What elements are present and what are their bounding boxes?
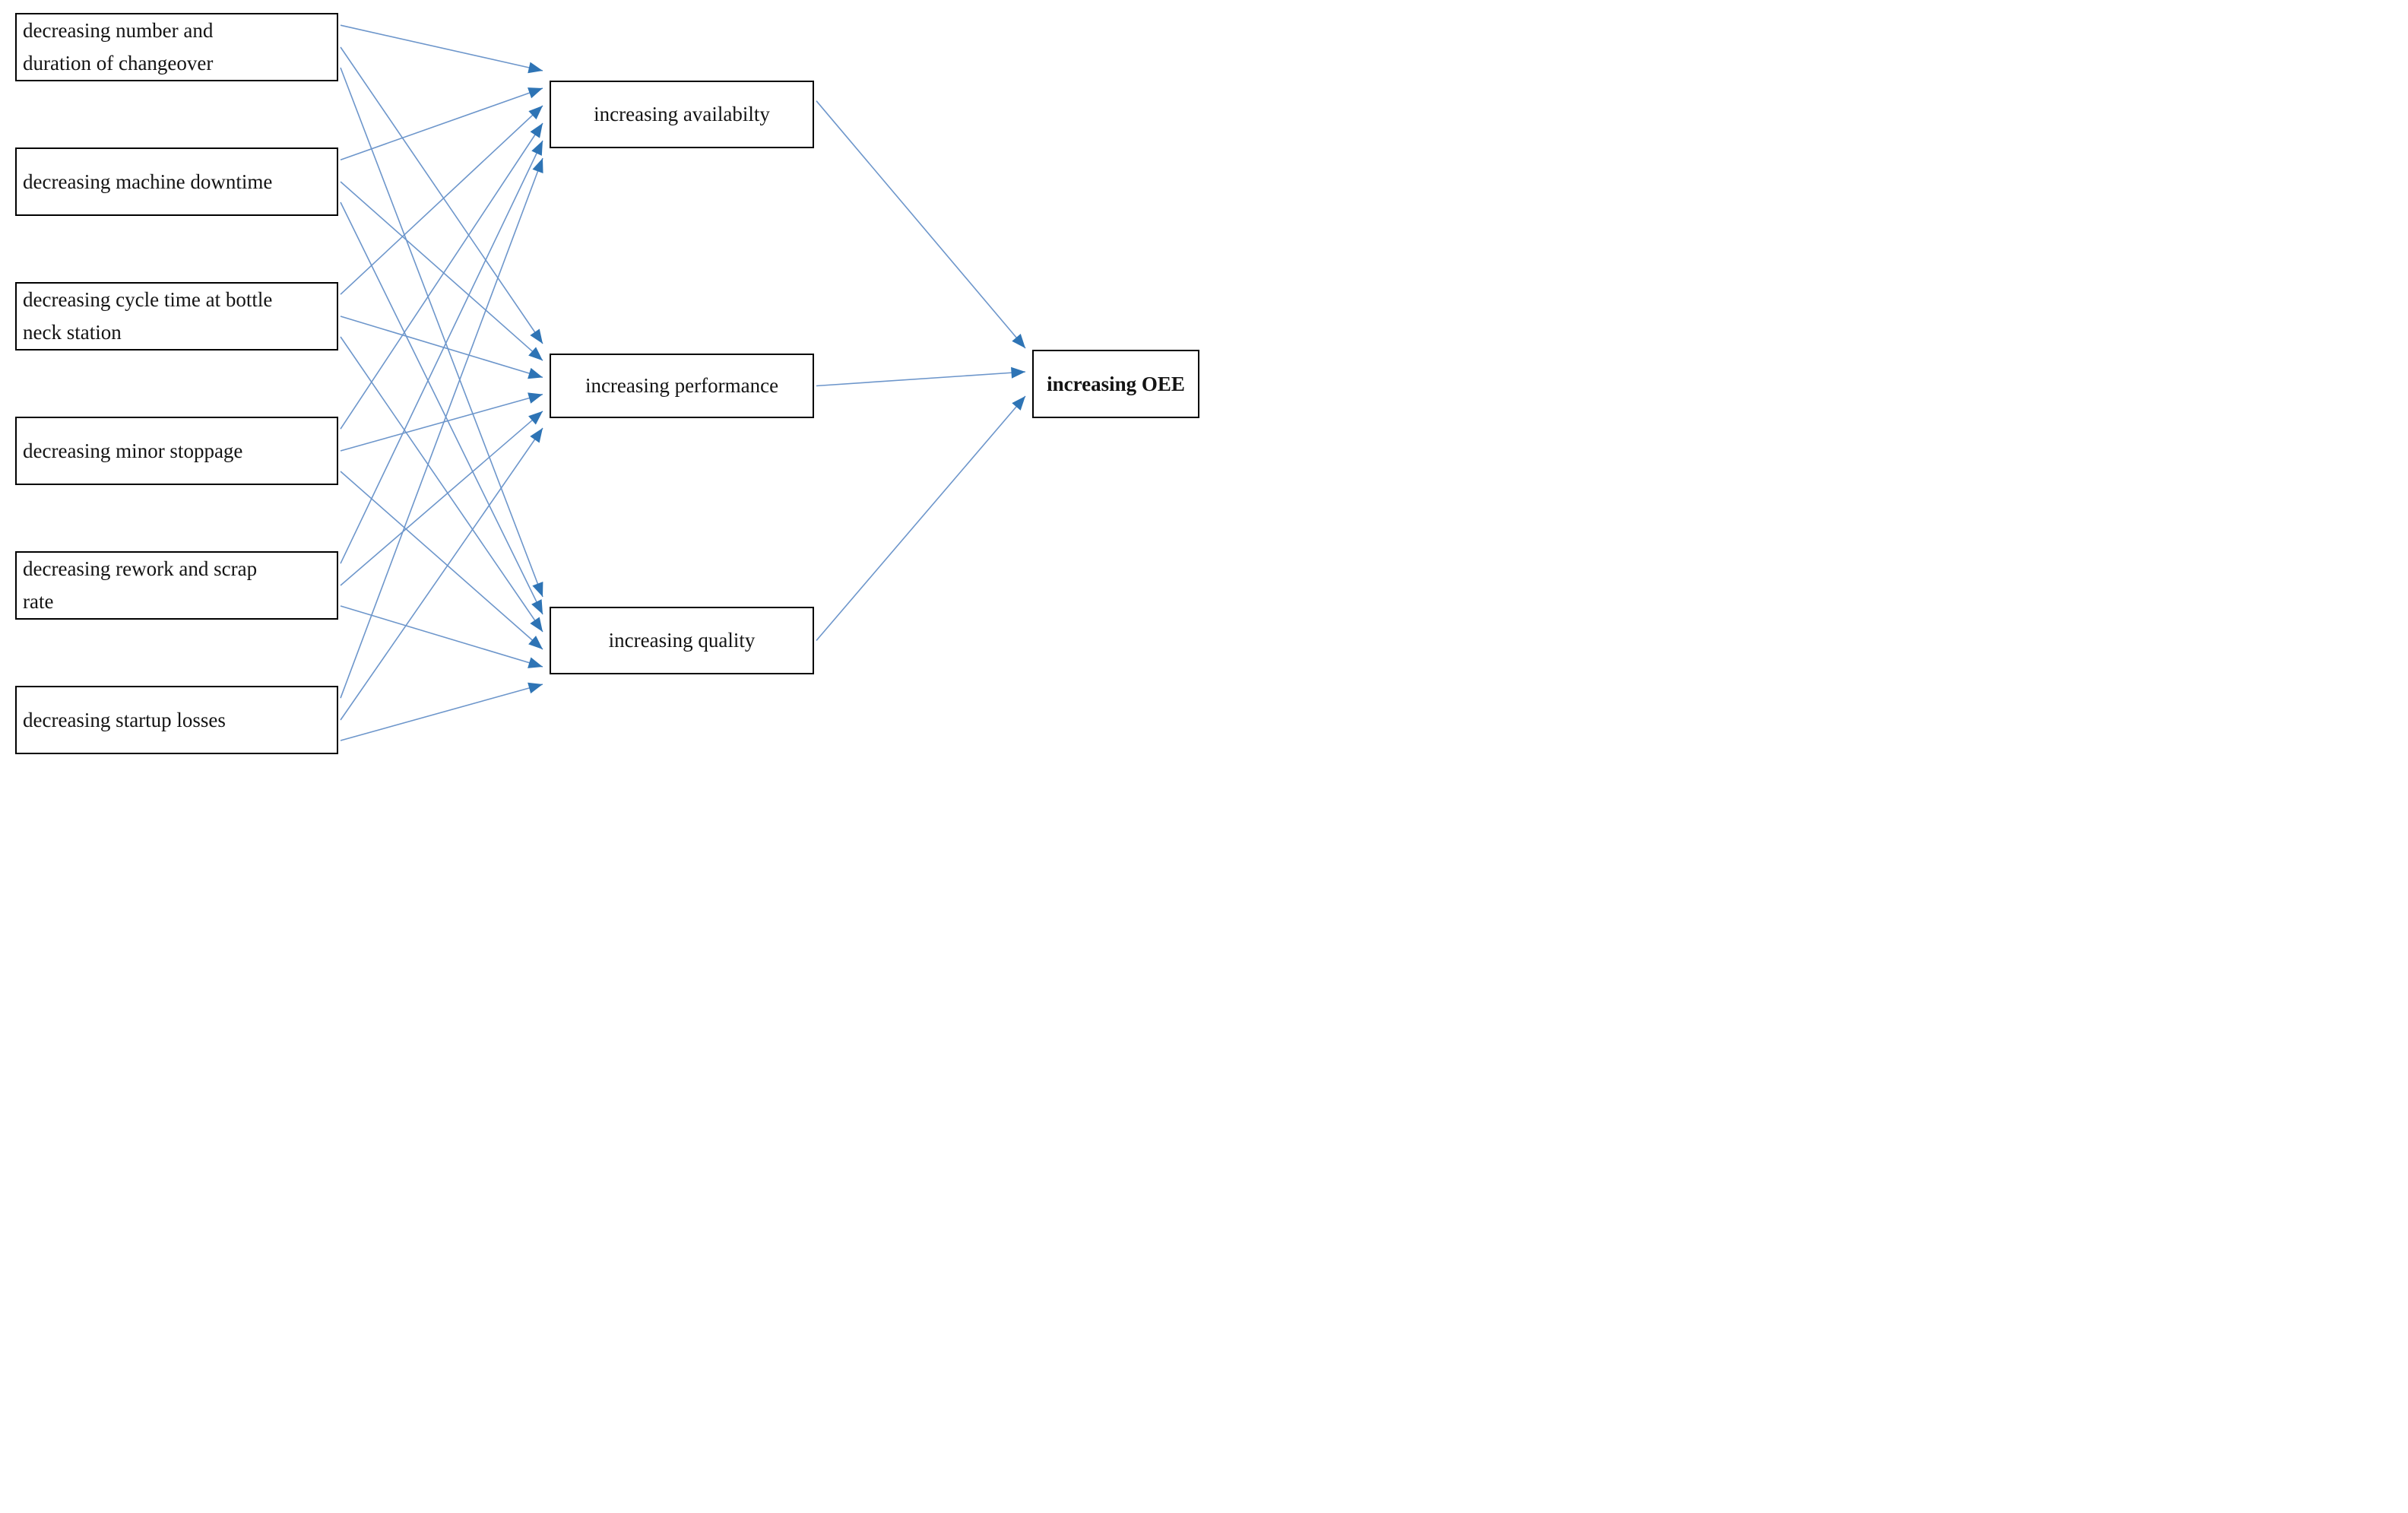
- edge-availability-to-oee: [816, 100, 1026, 349]
- node-decreasing-changeover: decreasing number and duration of change…: [15, 13, 338, 81]
- edge-stoppage-to-quality: [340, 471, 543, 650]
- edge-stoppage-to-availability: [340, 122, 543, 430]
- edge-startup-to-quality: [340, 682, 543, 741]
- node-decreasing-startup-losses: decreasing startup losses: [15, 686, 338, 754]
- node-label: increasing availabilty: [594, 103, 770, 126]
- edge-downtime-to-performance: [340, 181, 543, 361]
- edge-startup-to-availability: [340, 157, 543, 699]
- node-label: increasing quality: [608, 629, 756, 652]
- node-label: decreasing startup losses: [23, 708, 226, 731]
- node-increasing-performance: increasing performance: [550, 354, 814, 418]
- edge-stoppage-to-performance: [340, 392, 543, 452]
- edge-cycletime-to-availability: [340, 105, 543, 295]
- edge-rework-to-quality: [340, 605, 543, 668]
- node-increasing-availability: increasing availabilty: [550, 81, 814, 148]
- node-decreasing-minor-stoppage: decreasing minor stoppage: [15, 417, 338, 485]
- node-decreasing-rework-scrap: decreasing rework and scrap rate: [15, 551, 338, 620]
- edge-startup-to-performance: [340, 427, 543, 721]
- node-label: decreasing minor stoppage: [23, 439, 243, 462]
- node-increasing-quality: increasing quality: [550, 607, 814, 674]
- edge-changeover-to-quality: [340, 67, 543, 598]
- edge-cycletime-to-performance: [340, 316, 543, 379]
- node-decreasing-cycle-time: decreasing cycle time at bottle neck sta…: [15, 282, 338, 350]
- node-label: increasing performance: [585, 374, 779, 398]
- node-label: decreasing number and duration of change…: [23, 19, 214, 75]
- edge-downtime-to-quality: [340, 201, 543, 615]
- edge-cycletime-to-quality: [340, 336, 543, 633]
- node-decreasing-machine-downtime: decreasing machine downtime: [15, 147, 338, 216]
- edge-changeover-to-performance: [340, 46, 543, 344]
- oee-factor-diagram: decreasing number and duration of change…: [0, 0, 1204, 756]
- node-label: decreasing rework and scrap rate: [23, 557, 258, 613]
- edge-rework-to-availability: [340, 140, 543, 564]
- node-label: decreasing machine downtime: [23, 170, 273, 193]
- edge-quality-to-oee: [816, 395, 1026, 642]
- edge-rework-to-performance: [340, 411, 543, 586]
- edge-performance-to-oee: [816, 366, 1026, 387]
- node-increasing-oee: increasing OEE: [1032, 350, 1199, 418]
- edge-downtime-to-availability: [340, 87, 543, 160]
- node-label: decreasing cycle time at bottle neck sta…: [23, 288, 273, 344]
- node-label: increasing OEE: [1047, 372, 1185, 395]
- edge-changeover-to-availability: [340, 24, 543, 74]
